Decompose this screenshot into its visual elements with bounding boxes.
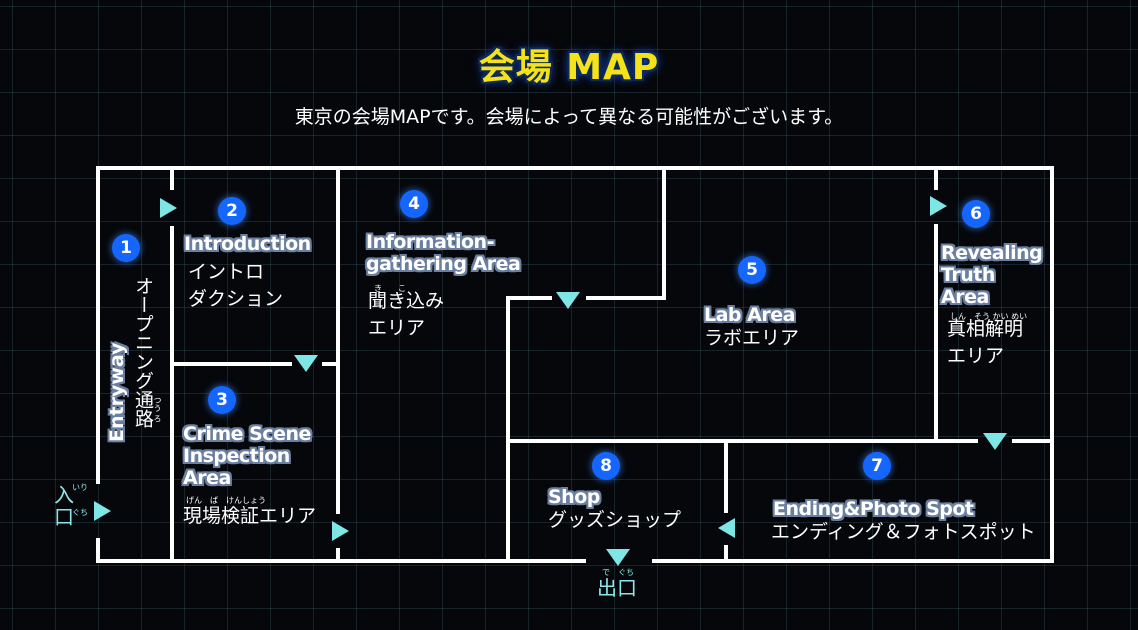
entrance-ruby-1: いり — [72, 483, 88, 492]
wall-3-4-lower — [336, 548, 340, 563]
area-3-jp: 現場検証エリア — [183, 505, 317, 527]
wall-5-lower — [506, 439, 978, 443]
area-5-jp: ラボエリア — [704, 327, 800, 349]
area-8-jp: グッズショップ — [548, 509, 682, 531]
flow-arrow-2-3-icon — [294, 355, 318, 372]
wall-4-5-upper — [662, 166, 666, 300]
page-title: 会場 MAP — [478, 47, 660, 88]
area-6-jp-2: エリア — [947, 345, 1005, 367]
area-6-en-3: Area — [941, 286, 989, 308]
area-1-ruby: つう ろ — [153, 396, 162, 423]
area-3-en-1: Crime Scene — [183, 423, 311, 445]
area-8-badge: 8 — [592, 452, 620, 480]
area-3-en-3: Area — [183, 467, 231, 489]
area-2-jp-2: ダクション — [188, 288, 284, 310]
entrance-label-1: 入 — [54, 483, 74, 507]
wall-2-3 — [170, 362, 292, 366]
area-7-badge: 7 — [863, 452, 891, 480]
area-6-en-2: Truth — [941, 264, 995, 286]
wall-4-5-horizontal-b — [586, 296, 666, 300]
area-8-en: Shop — [548, 486, 600, 508]
flow-arrow-5-6-icon — [930, 196, 947, 216]
area-6-jp-1: 真相解明 — [947, 318, 1024, 340]
area-2-badge: 2 — [218, 197, 246, 225]
area-7-jp: エンディング＆フォトスポット — [771, 521, 1036, 543]
exit-arrow-icon — [606, 549, 630, 566]
wall-5-6-lower — [934, 224, 938, 443]
wall-right — [1050, 166, 1054, 563]
wall-2-3-right — [322, 362, 340, 366]
wall-left-upper — [96, 166, 100, 484]
area-6-ruby: しん そう かい めい — [950, 312, 1028, 321]
area-4-en-1: Information- — [366, 231, 494, 253]
flow-arrow-4-5-icon — [556, 292, 580, 309]
area-3-badge: 3 — [208, 386, 236, 414]
entrance-arrow-icon — [94, 501, 111, 521]
area-5-badge: 5 — [738, 256, 766, 284]
page-subtitle: 東京の会場MAPです。会場によって異なる可能性がございます。 — [294, 106, 844, 128]
wall-3-4 — [336, 166, 340, 514]
wall-4-5-vertical — [506, 296, 510, 563]
area-3-ruby: げん ば けんしょう — [186, 496, 266, 505]
area-7-en: Ending&Photo Spot — [773, 498, 974, 520]
wall-8-7-lower — [724, 545, 728, 563]
wall-top — [96, 166, 1054, 170]
wall-left-lower — [96, 538, 100, 563]
area-6-en-1: Revealing — [941, 242, 1043, 264]
area-5-en: Lab Area — [704, 304, 795, 326]
flow-arrow-1-2-icon — [160, 198, 177, 218]
wall-4-5-horizontal-a — [506, 296, 552, 300]
wall-bottom-left — [96, 559, 586, 563]
area-1-jp: オープニング通路 — [132, 276, 154, 428]
area-4-badge: 4 — [400, 190, 428, 218]
area-2-jp-1: イントロ — [188, 261, 265, 283]
area-1-badge: 1 — [112, 234, 140, 262]
flow-arrow-7-8-icon — [718, 518, 735, 538]
area-1-en: Entryway — [106, 342, 128, 442]
exit-ruby: で ぐち — [602, 568, 634, 577]
area-4-jp-1: 聞き込み — [368, 290, 445, 312]
entrance-ruby-2: ぐち — [72, 508, 88, 517]
wall-5-6 — [934, 166, 938, 190]
flow-arrow-6-7-icon — [983, 433, 1007, 450]
area-3-en-2: Inspection — [183, 445, 290, 467]
entrance-label-2: 口 — [54, 505, 74, 529]
wall-8-7 — [724, 439, 728, 513]
area-4-en-2: gathering Area — [366, 253, 521, 275]
flow-arrow-3-4-icon — [332, 521, 349, 541]
area-4-jp-2: エリア — [368, 317, 426, 339]
wall-5-lower-right — [1012, 439, 1054, 443]
exit-text: 出口 — [597, 576, 637, 600]
wall-entryway — [170, 166, 174, 190]
wall-bottom-right — [652, 559, 1054, 563]
area-6-badge: 6 — [962, 200, 990, 228]
wall-entryway-lower — [170, 226, 174, 563]
area-4-ruby: き こ — [374, 284, 406, 293]
area-2-en: Introduction — [184, 233, 311, 255]
